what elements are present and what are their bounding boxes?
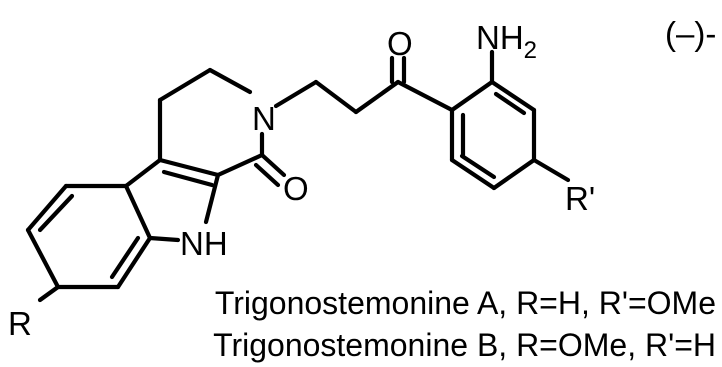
indole-nh-label: NH [180, 225, 228, 262]
bond [313, 79, 359, 115]
bond [157, 157, 221, 178]
bond [37, 284, 61, 303]
bond [491, 157, 537, 191]
bond [395, 79, 455, 113]
bond [161, 169, 215, 188]
bond [493, 91, 527, 116]
r-prime-label: R' [565, 180, 595, 217]
lactam-oxygen-label: O [283, 170, 309, 207]
bond [25, 227, 61, 290]
bond-skeleton [25, 49, 571, 303]
atom-labels: O NH2 (–)- N O NH R' R [8, 15, 716, 342]
bond [207, 67, 253, 95]
bond [459, 153, 497, 180]
bond [147, 235, 181, 243]
bond [37, 193, 75, 233]
stereo-descriptor-label: (–)- [665, 15, 716, 52]
bond [273, 79, 319, 109]
r-label: R [8, 305, 32, 342]
amine-subscript-text: 2 [524, 37, 537, 64]
ring-nitrogen-label: N [252, 100, 276, 137]
bond [25, 183, 69, 233]
compound-label-b: Trigonostemonine B, R=OMe, R'=H [213, 327, 716, 363]
bond [531, 157, 571, 183]
bond [203, 172, 221, 225]
bond [109, 235, 141, 280]
bond [123, 183, 153, 241]
bond [449, 157, 497, 191]
bond [157, 67, 213, 103]
bond [449, 79, 495, 113]
amine-main-text: NH [476, 19, 524, 56]
amine-label: NH2 [476, 19, 537, 64]
bond [259, 152, 287, 178]
compound-label-a: Trigonostemonine A, R=H, R'=OMe [215, 285, 716, 321]
compound-legend: Trigonostemonine A, R=H, R'=OMe Trigonos… [213, 285, 716, 363]
bond [253, 162, 281, 188]
bond [215, 152, 265, 178]
bond [489, 79, 537, 113]
chain-carbonyl-oxygen-label: O [387, 25, 413, 62]
bond [123, 157, 163, 189]
bond [115, 235, 153, 290]
bond [353, 79, 401, 115]
